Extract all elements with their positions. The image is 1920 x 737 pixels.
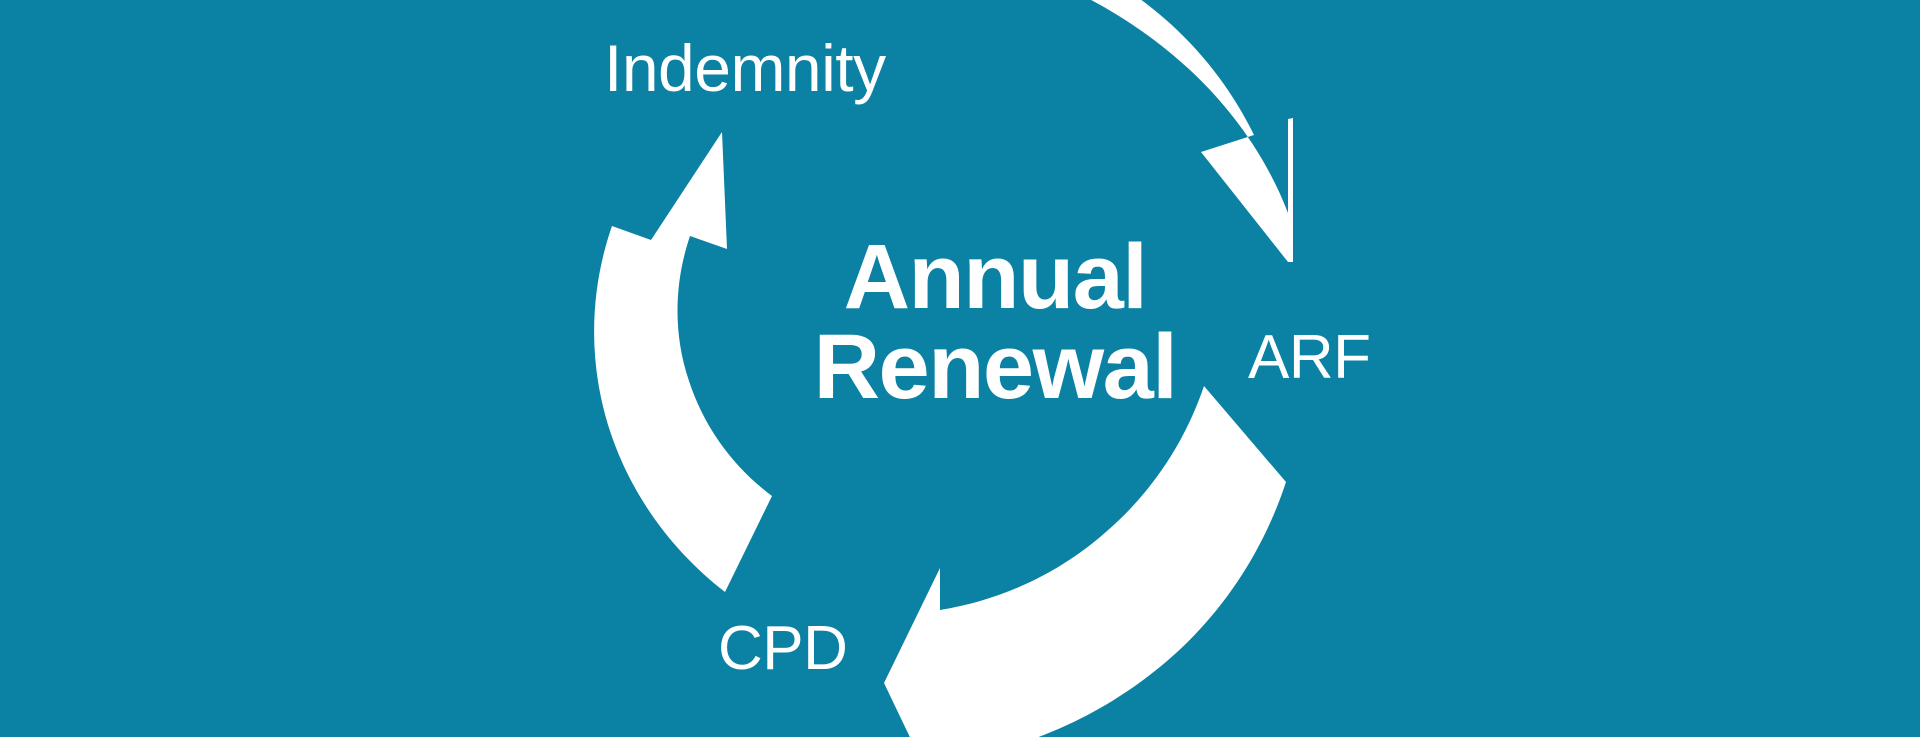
center-title-line-2: Renewal: [813, 316, 1178, 419]
arrow-top-right: [1091, 0, 1293, 262]
arrow-bottom: [884, 386, 1286, 737]
cycle-center-title: Annual Renewal: [735, 226, 1255, 419]
curved-arrow-icon: [594, 132, 772, 592]
arrow-left: [594, 132, 772, 592]
curved-arrow-icon: [1091, 0, 1293, 262]
cycle-label-indemnity: Indemnity: [604, 31, 886, 105]
curved-arrow-icon: [884, 386, 1286, 737]
cycle-label-cpd: CPD: [718, 614, 848, 683]
cycle-label-arf: ARF: [1248, 323, 1371, 392]
center-title-line-1: Annual: [843, 226, 1148, 328]
